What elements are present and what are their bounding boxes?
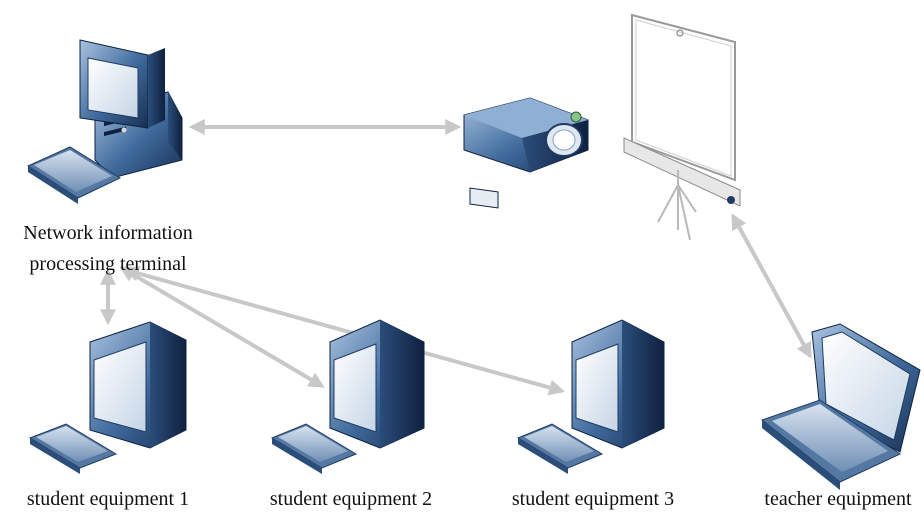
projection-screen-icon <box>623 13 741 241</box>
student2-label: student equipment 2 <box>270 488 432 510</box>
student2-computer-icon <box>270 319 425 474</box>
terminal-label-line2: processing terminal <box>29 253 187 275</box>
teacher-label: teacher equipment <box>764 488 912 510</box>
connections <box>100 119 812 396</box>
student3-computer-icon <box>516 319 665 474</box>
arrow-terminal-student3 <box>122 265 566 396</box>
desktop-computer-icon <box>26 39 183 204</box>
projector-icon <box>463 97 589 209</box>
laptop-icon <box>760 323 921 490</box>
student1-label: student equipment 1 <box>27 488 189 510</box>
arrow-screen-teacher <box>731 213 812 359</box>
student3-label: student equipment 3 <box>512 488 674 510</box>
student1-computer-icon <box>28 321 187 474</box>
terminal-label-line1: Network information <box>23 222 192 244</box>
